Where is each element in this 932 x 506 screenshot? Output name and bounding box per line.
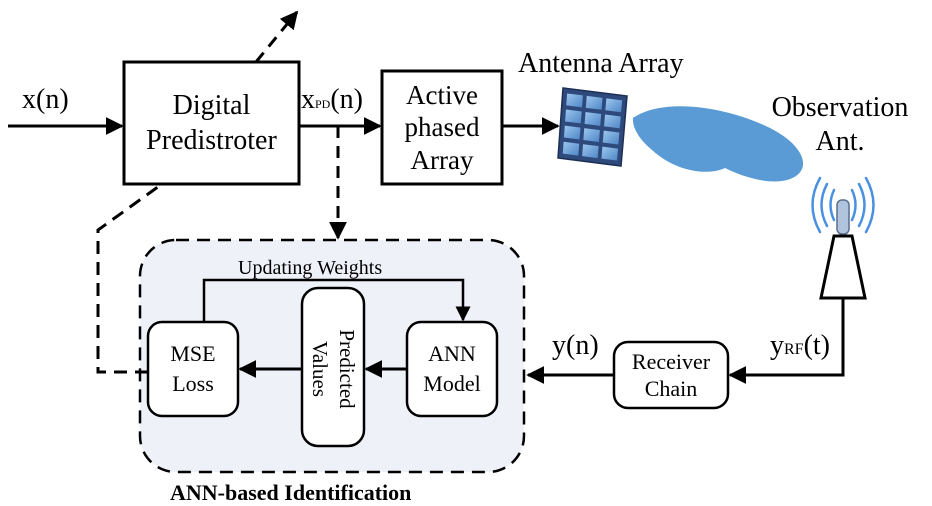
antenna-element-cell bbox=[583, 128, 600, 142]
yrf-main: y bbox=[770, 330, 784, 361]
antenna-element-cell bbox=[563, 125, 581, 140]
xpd-tail: (n) bbox=[330, 84, 363, 115]
mse-line-2: Loss bbox=[172, 371, 214, 396]
xpd-subscript: PD bbox=[315, 97, 331, 111]
xpd-main: x bbox=[301, 84, 315, 115]
predistorter-line-2: Predistroter bbox=[146, 125, 277, 156]
active-array-line-2: phased bbox=[404, 112, 480, 143]
mse-loss-text: MSE Loss bbox=[148, 322, 238, 416]
digital-predistorter-block bbox=[122, 60, 301, 186]
predicted-values-block bbox=[300, 286, 366, 448]
updating-weights-arrow bbox=[202, 278, 471, 322]
predicted-line-1: Predicted bbox=[335, 329, 360, 409]
antenna-array-label: Antenna Array bbox=[518, 48, 684, 79]
received-rf-signal-label: yRF(t) bbox=[770, 332, 830, 360]
mse-loss-block bbox=[146, 320, 240, 418]
antenna-element-cell bbox=[605, 98, 623, 113]
mse-line-1: MSE bbox=[170, 341, 216, 367]
yrf-tail: (t) bbox=[803, 330, 831, 361]
receiver-line-1: Receiver bbox=[631, 348, 711, 374]
antenna-element-cell bbox=[562, 141, 580, 156]
predistorted-signal-label: xPD(n) bbox=[301, 86, 363, 114]
observation-antenna-icon bbox=[811, 176, 875, 300]
antenna-element-cell bbox=[582, 144, 599, 159]
receiver-chain-text: Receiver Chain bbox=[614, 342, 728, 408]
yn-signal-label: y(n) bbox=[552, 330, 599, 361]
radiation-beam-icon bbox=[632, 106, 804, 182]
input-signal-label: x(n) bbox=[22, 84, 69, 115]
antenna-element-cell bbox=[566, 93, 583, 108]
predistorter-line-1: Digital bbox=[172, 90, 251, 121]
active-array-line-3: Array bbox=[410, 144, 474, 175]
feedback-dashed-path bbox=[96, 182, 163, 374]
observation-antenna-label: Observation Ant. bbox=[750, 90, 930, 160]
antenna-element-cell bbox=[584, 112, 602, 126]
active-phased-array-text: Active phased Array bbox=[382, 71, 502, 184]
active-phased-array-block bbox=[380, 69, 504, 186]
updating-weights-label: Updating Weights bbox=[234, 258, 387, 278]
yrf-subscript: RF bbox=[784, 341, 804, 358]
digital-predistorter-text: Digital Predistroter bbox=[124, 62, 299, 184]
antenna-element-cell bbox=[602, 130, 620, 145]
observation-line-2: Ant. bbox=[815, 126, 865, 157]
antenna-element-cell bbox=[565, 109, 582, 124]
identification-title: ANN-based Identification bbox=[170, 480, 412, 505]
receiver-line-2: Chain bbox=[644, 376, 698, 401]
observation-line-1: Observation bbox=[771, 92, 909, 124]
antenna-element-cell bbox=[585, 95, 603, 110]
active-array-line-1: Active bbox=[406, 79, 478, 110]
predicted-line-2: Values bbox=[308, 341, 332, 397]
predicted-values-text: Predicted Values bbox=[308, 290, 359, 448]
parameter-update-arrow bbox=[254, 10, 299, 63]
antenna-array-icon bbox=[557, 87, 628, 167]
antenna-element-cell bbox=[604, 114, 621, 129]
ann-line-1: ANN bbox=[428, 341, 476, 367]
observation-to-receiver-arrow bbox=[728, 298, 845, 384]
antenna-element-cell bbox=[601, 146, 619, 161]
ann-model-text: ANN Model bbox=[407, 322, 497, 416]
ann-line-2: Model bbox=[423, 371, 481, 396]
